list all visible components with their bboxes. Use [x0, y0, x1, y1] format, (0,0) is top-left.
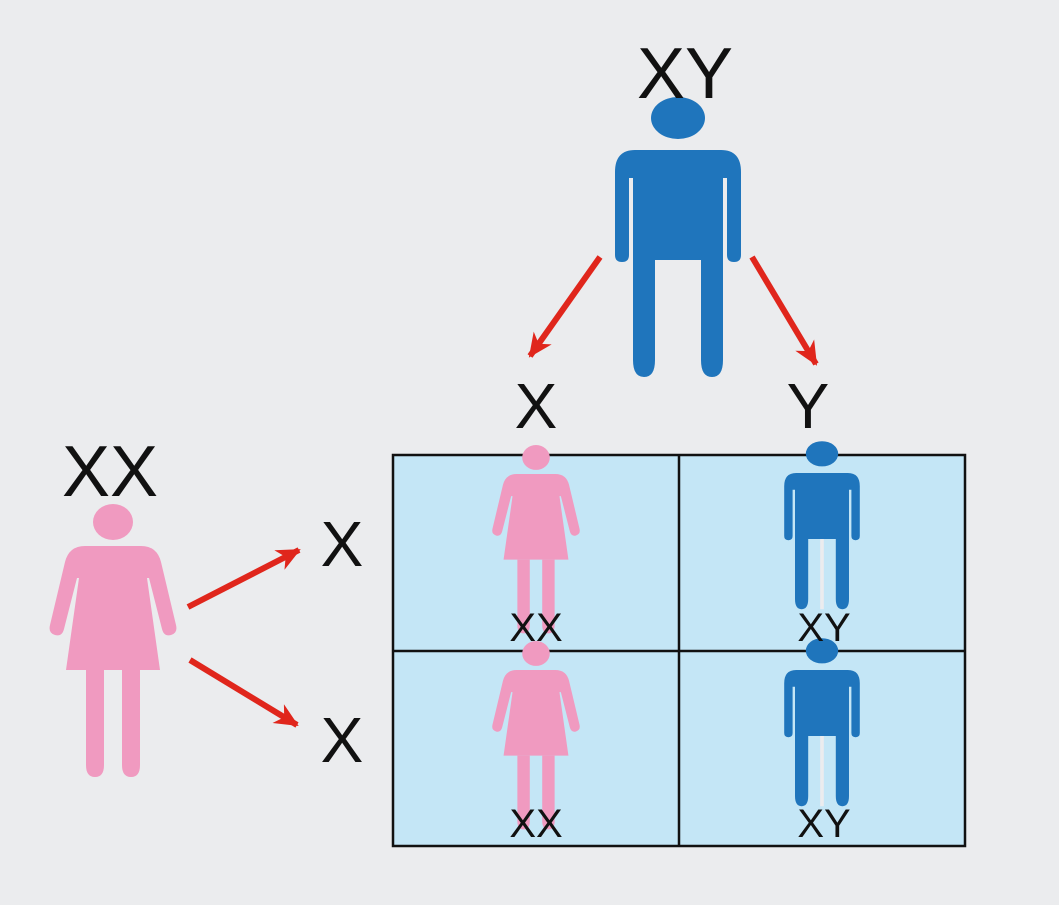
- offspring-cell-1-genotype: XX: [509, 606, 563, 650]
- mother-female-person-icon: [49, 504, 177, 777]
- mother-genotype-label: XX: [61, 432, 159, 512]
- mother-gamete-x-bottom-label: X: [320, 704, 364, 776]
- mother-to-x-bottom-arrow: [188, 657, 299, 728]
- offspring-cell-2-genotype: XY: [797, 606, 851, 650]
- father-to-x-arrow: [527, 255, 603, 358]
- gamete-arrows: [186, 255, 819, 728]
- offspring-cell-3-genotype: XX: [509, 802, 563, 846]
- punnett-square: [391, 453, 967, 848]
- father-to-y-arrow: [749, 255, 819, 366]
- father-genotype-label: XY: [636, 34, 734, 114]
- father-gamete-x-label: X: [514, 370, 558, 442]
- father-male-person-icon: [615, 97, 741, 377]
- offspring-cell-4-genotype: XY: [797, 802, 851, 846]
- mother-to-x-top-arrow: [186, 547, 301, 610]
- father-gamete-y-label: Y: [786, 370, 830, 442]
- mother-gamete-x-top-label: X: [320, 508, 364, 580]
